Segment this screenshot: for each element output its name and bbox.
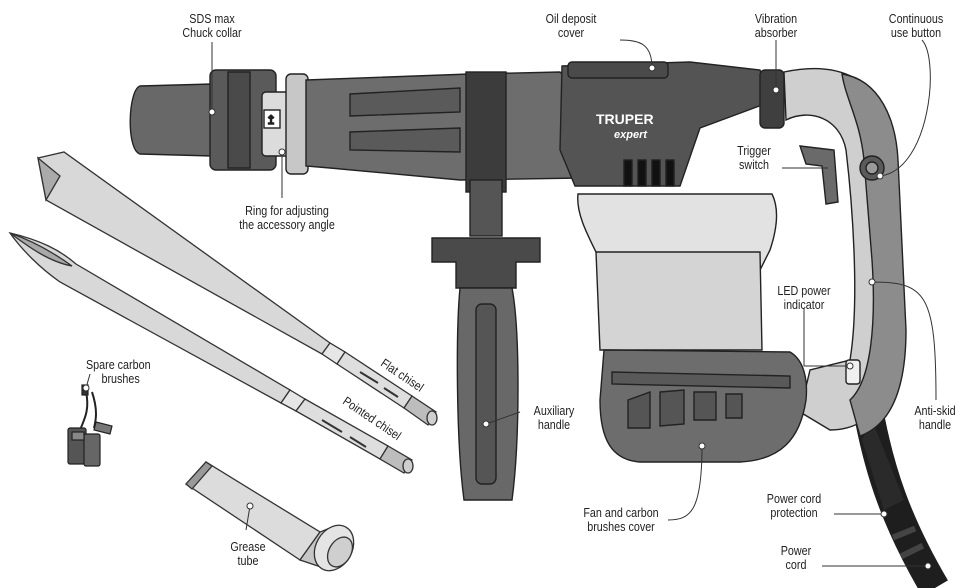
label-fan-cover: Fan and carbon brushes cover <box>577 506 665 534</box>
label-grease-line1: Grease <box>230 540 266 554</box>
label-vibration-absorber: Vibration absorber <box>742 12 811 40</box>
label-trigger-line2: switch <box>739 158 769 172</box>
label-vibration-line1: Vibration <box>754 12 798 26</box>
label-sds-collar-line2: Chuck collar <box>182 26 242 40</box>
label-trigger-line1: Trigger <box>737 144 771 158</box>
label-ring-line2: the accessory angle <box>239 218 335 232</box>
label-cord-line1: Power <box>780 544 812 558</box>
svg-text:↥: ↥ <box>266 113 276 127</box>
label-power-cord-protection: Power cord protection <box>760 492 829 520</box>
label-aux-line1: Auxiliary <box>533 404 575 418</box>
leader-lines <box>82 39 937 570</box>
rear-handle <box>783 68 907 437</box>
label-oil-line2: cover <box>557 26 585 40</box>
label-led-line2: indicator <box>783 298 825 312</box>
label-oil-deposit-cover: Oil deposit cover <box>532 12 609 40</box>
auxiliary-handle-part <box>431 179 541 501</box>
label-power-cord: Power cord <box>774 544 819 572</box>
label-spare-line1: Spare carbon <box>86 358 151 372</box>
label-fan-line1: Fan and carbon <box>583 506 659 520</box>
label-continuous-use-button: Continuous use button <box>876 12 955 40</box>
motor-housing <box>577 193 808 463</box>
label-sds-collar-line1: SDS max <box>189 12 235 26</box>
brand-subline: expert <box>614 129 648 141</box>
brand-logo: TRUPER expert <box>596 111 654 141</box>
label-cord-line2: cord <box>785 558 807 572</box>
label-antiskid-line1: Anti-skid <box>914 404 956 418</box>
hammer-body: ↥ <box>129 61 785 193</box>
label-vibration-line2: absorber <box>754 26 798 40</box>
label-spare-carbon-brushes: Spare carbon brushes <box>86 358 172 386</box>
label-grease-tube: Grease tube <box>222 540 274 568</box>
label-antiskid-line2: handle <box>918 418 952 432</box>
label-grease-line2: tube <box>237 554 259 568</box>
label-trigger-switch: Trigger switch <box>730 144 778 172</box>
label-anti-skid-handle: Anti-skid handle <box>910 404 960 432</box>
power-cord <box>855 417 948 588</box>
spare-carbon-brushes <box>67 384 113 467</box>
label-fan-line2: brushes cover <box>587 520 655 534</box>
label-led-line1: LED power <box>777 284 831 298</box>
label-cordprot-line2: protection <box>770 506 818 520</box>
brand-name: TRUPER <box>596 111 654 127</box>
label-auxiliary-handle: Auxiliary handle <box>523 404 585 432</box>
label-continuous-line1: Continuous <box>888 12 944 26</box>
label-ring-line1: Ring for adjusting <box>245 204 329 218</box>
pointed-chisel <box>8 231 414 474</box>
label-continuous-line2: use button <box>890 26 942 40</box>
label-spare-line2: brushes <box>101 372 140 386</box>
label-oil-line1: Oil deposit <box>545 12 597 26</box>
label-sds-collar: SDS max Chuck collar <box>172 12 251 40</box>
label-led-indicator: LED power indicator <box>771 284 836 312</box>
flat-chisel <box>37 151 438 426</box>
label-aux-line2: handle <box>537 418 571 432</box>
grease-tube <box>185 461 355 572</box>
label-adjusting-ring: Ring for adjusting the accessory angle <box>231 204 343 232</box>
label-cordprot-line1: Power cord <box>766 492 822 506</box>
